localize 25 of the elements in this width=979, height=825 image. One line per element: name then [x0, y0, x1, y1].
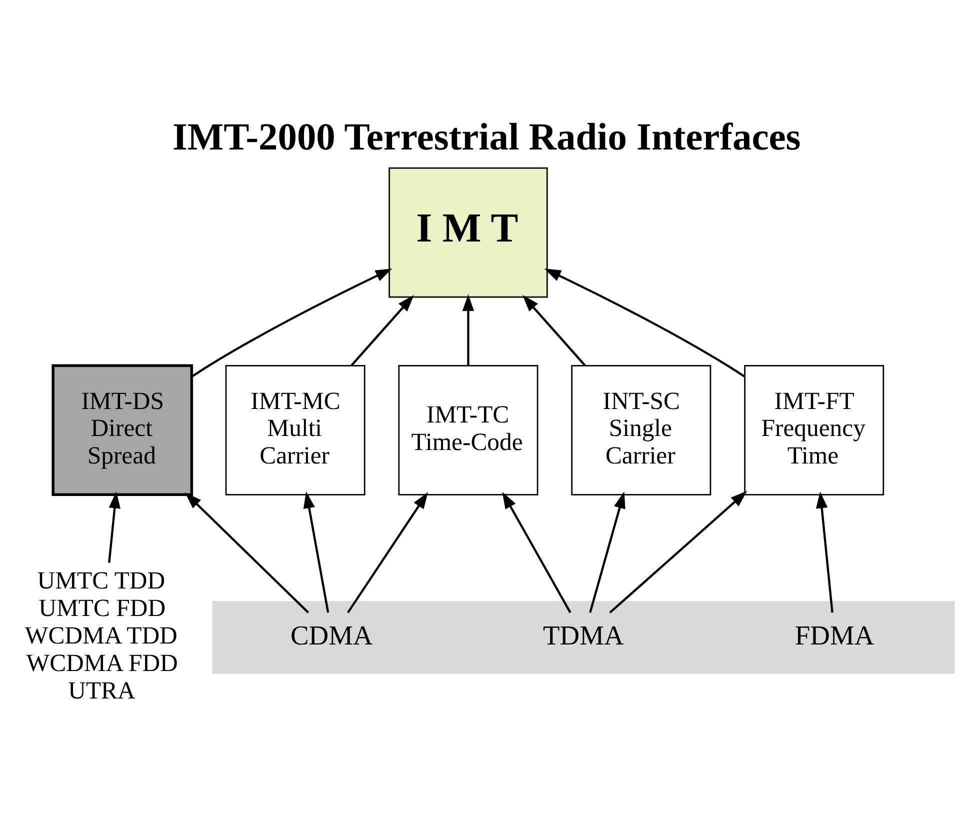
node-box: IMT-TC Time-Code	[398, 364, 538, 495]
node-box: IMT-DS Direct Spread	[52, 364, 194, 496]
node-text: UMTC TDD UMTC FDD WCDMA TDD WCDMA FDD UTRA	[24, 567, 178, 704]
arrow	[347, 491, 428, 613]
arrow	[816, 490, 834, 612]
node-text: CDMA	[290, 620, 373, 650]
arrow	[108, 491, 120, 562]
arrow	[462, 294, 474, 366]
node-box: INT-SC Single Carrier	[571, 364, 712, 495]
arrow	[184, 492, 310, 613]
arrow	[589, 491, 626, 612]
arrow	[609, 490, 748, 613]
node-box: IMT-MC Multi Carrier	[225, 364, 366, 495]
node-text: FDMA	[794, 620, 874, 650]
arrow	[303, 490, 330, 612]
cluster	[212, 600, 955, 674]
diagram-title: IMT-2000 Terrestrial Radio Interfaces	[172, 116, 801, 158]
arrow	[350, 294, 414, 366]
arrow	[544, 268, 746, 377]
node-box: IMT-FT Frequency Time	[744, 364, 884, 495]
node-text: TDMA	[543, 620, 624, 650]
arrow	[522, 294, 586, 366]
arrow	[502, 491, 572, 613]
arrow	[191, 268, 392, 377]
node-box: I M T	[388, 166, 548, 298]
